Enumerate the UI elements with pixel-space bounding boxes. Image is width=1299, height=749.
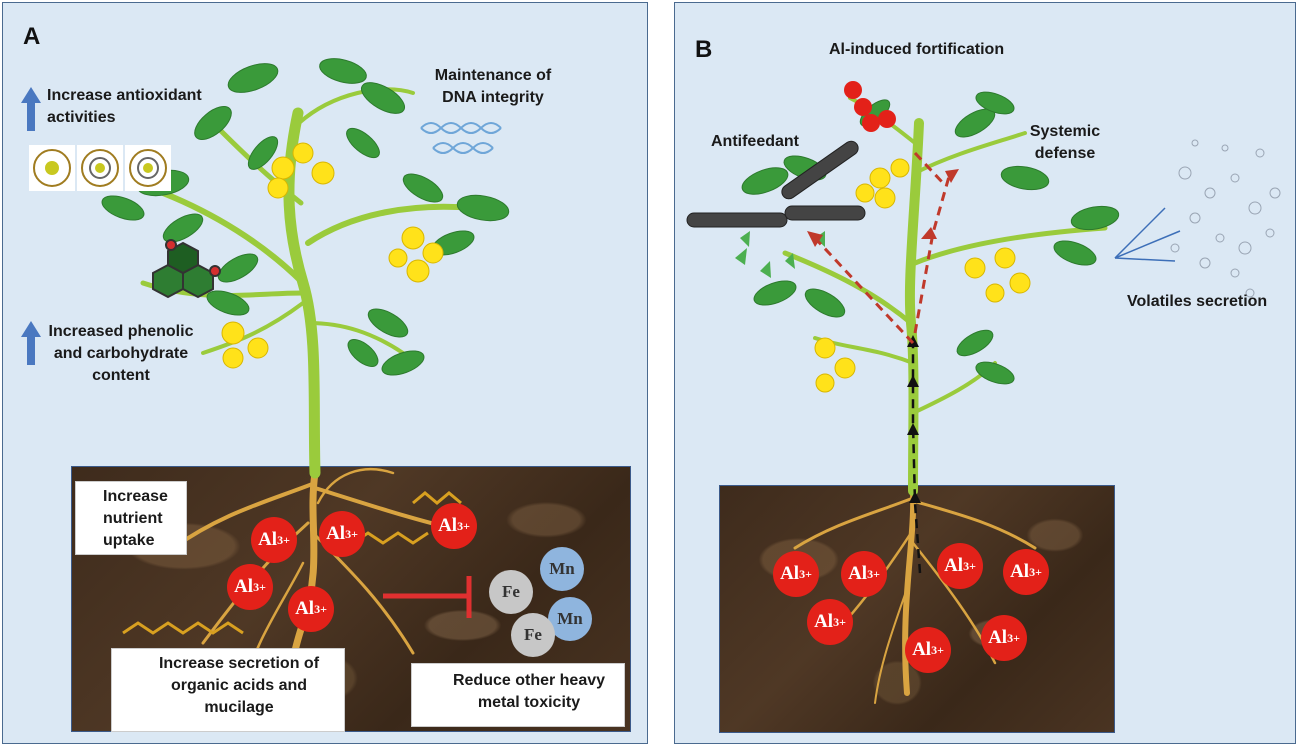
antifeedant-text: Antifeedant [711,133,799,150]
flowers-b [814,158,1031,393]
volatiles-text: Volatiles secretion [1127,293,1268,310]
heavy-metal-box [411,663,625,727]
leaves-a [101,58,510,376]
nutrient-text: Increase nutrient uptake [103,488,168,549]
mn-ion: Mn [540,547,584,591]
secretion-box [111,648,345,732]
panel-b: B [674,2,1296,744]
al-beads-top [844,81,896,132]
leaves-b [741,91,1120,385]
transport-arrowheads-black [907,335,921,503]
panel-b-label: B [695,36,713,63]
antioxidant-molecule-icons [29,145,171,191]
volatile-bubbles [1170,139,1281,298]
phenolic-text: Increased phenolic and carbohydrate cont… [48,323,194,384]
nutrient-box [75,481,187,555]
fortification-text: Al-induced fortification [829,41,1005,58]
roots-b [793,488,1037,704]
flowers-a [221,142,444,369]
transport-arrow-red [813,151,952,345]
antioxidant-text: Increase antioxidant activities [47,87,202,126]
transport-arrow-black [911,343,922,574]
secretion-text: Increase secretion of organic acids and … [158,655,320,716]
panel-a: A [2,2,648,744]
systemic-defense-text: Systemic defense [1029,123,1101,162]
mn-ion: Mn [548,597,592,641]
plant-b-illustration [686,81,1281,704]
inhibition-symbol [383,576,472,618]
caterpillar-icons [686,140,866,228]
fe-ion: Fe [489,570,533,614]
fe-ion: Fe [511,613,555,657]
dna-helix-icon [420,122,502,154]
transport-arrowheads-red [807,169,959,247]
dna-text: Maintenance of DNA integrity [434,67,552,106]
heavy-metal-text: Reduce other heavy metal toxicity [452,672,606,711]
panel-a-label: A [23,23,41,50]
volatile-arrows [1114,207,1181,262]
phenolic-molecule-icon [152,239,221,299]
